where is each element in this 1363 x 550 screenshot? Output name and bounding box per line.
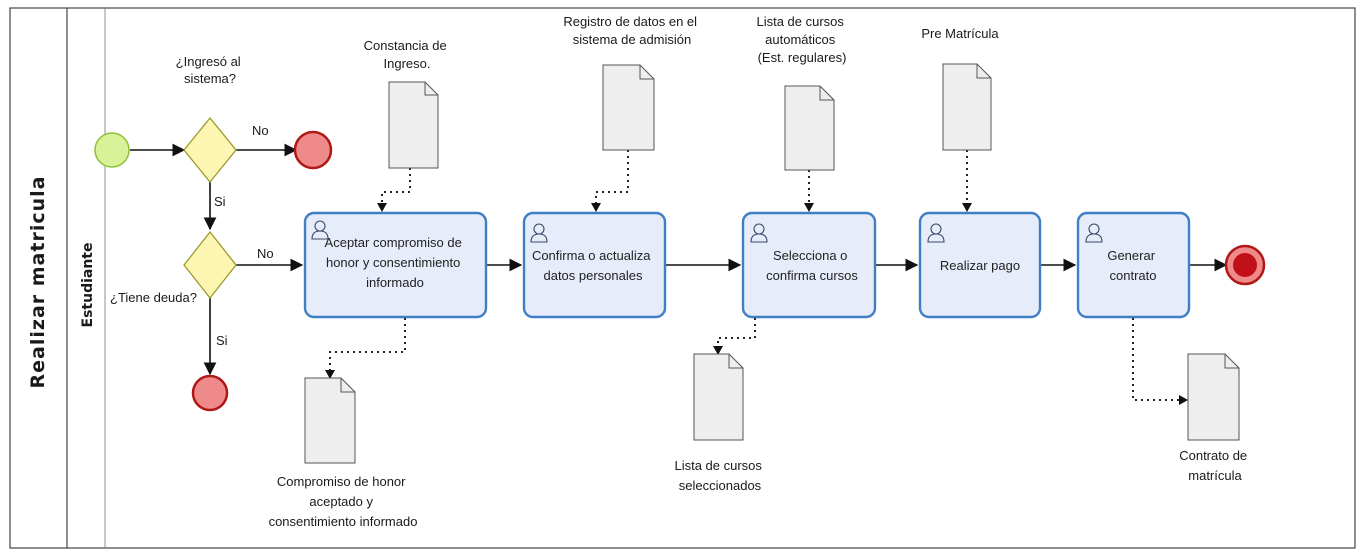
pool-title: Realizar matricula bbox=[27, 176, 49, 389]
association-contrato bbox=[1132, 318, 1180, 401]
doc-lista-auto-label: Lista de cursos automáticos (Est. regula… bbox=[756, 14, 847, 65]
association-lista-sel bbox=[717, 318, 756, 348]
end-event-no-ingreso[interactable] bbox=[293, 130, 333, 170]
task-pago-label: Realizar pago bbox=[940, 258, 1020, 273]
gateway-deuda-label: ¿Tiene deuda? bbox=[110, 290, 197, 305]
doc-lista-sel-label: Lista de cursos seleccionados bbox=[674, 458, 765, 493]
gateway-ingreso[interactable] bbox=[183, 116, 237, 184]
user-icon bbox=[1085, 223, 1103, 243]
task-selecciona-label: Selecciona o confirma cursos bbox=[766, 248, 858, 283]
gateway-ingreso-label: ¿Ingresó al sistema? bbox=[176, 54, 245, 86]
document-icon[interactable] bbox=[304, 377, 356, 464]
document-icon[interactable] bbox=[1187, 353, 1240, 441]
task-aceptar-label: Aceptar compromiso de honor y consentimi… bbox=[325, 235, 466, 290]
doc-compromiso-label: Compromiso de honor aceptado y consentim… bbox=[269, 474, 418, 529]
start-event[interactable] bbox=[94, 132, 130, 168]
end-event-deuda[interactable] bbox=[191, 374, 229, 412]
user-icon bbox=[311, 220, 329, 240]
task-realizar-pago[interactable]: Realizar pago bbox=[918, 211, 1042, 319]
document-icon[interactable] bbox=[784, 85, 835, 171]
terminate-end-event-core bbox=[1233, 253, 1257, 277]
flow-label-deuda-no: No bbox=[257, 246, 274, 261]
doc-constancia-label: Constancia de Ingreso. bbox=[364, 38, 451, 71]
user-icon bbox=[927, 223, 945, 243]
task-generar-contrato[interactable]: Generar contrato bbox=[1076, 211, 1191, 319]
task-contrato-label: Generar contrato bbox=[1107, 248, 1158, 283]
association-compromiso bbox=[329, 318, 406, 372]
document-icon[interactable] bbox=[693, 353, 744, 441]
document-icon[interactable] bbox=[942, 63, 992, 151]
doc-prematricula-label: Pre Matrícula bbox=[921, 26, 999, 41]
pool-frame bbox=[9, 7, 1356, 549]
task-confirma-label: Confirma o actualiza datos personales bbox=[532, 248, 654, 283]
lane-title: Estudiante bbox=[80, 243, 96, 328]
task-aceptar-compromiso[interactable]: Aceptar compromiso de honor y consentimi… bbox=[303, 211, 488, 319]
doc-registro-label: Registro de datos en el sistema de admis… bbox=[563, 14, 700, 47]
association-constancia bbox=[381, 168, 411, 206]
flow-label-ingreso-no: No bbox=[252, 123, 269, 138]
flow-label-ingreso-si: Si bbox=[214, 194, 226, 209]
user-icon bbox=[530, 223, 548, 243]
user-icon bbox=[750, 223, 768, 243]
document-icon[interactable] bbox=[602, 64, 655, 151]
task-selecciona-cursos[interactable]: Selecciona o confirma cursos bbox=[741, 211, 877, 319]
task-confirma-datos[interactable]: Confirma o actualiza datos personales bbox=[522, 211, 667, 319]
flow-label-deuda-si: Si bbox=[216, 333, 228, 348]
association-registro bbox=[595, 150, 629, 206]
doc-contrato-label: Contrato de matrícula bbox=[1179, 448, 1251, 483]
gateway-deuda[interactable] bbox=[183, 230, 237, 300]
document-icon[interactable] bbox=[388, 81, 439, 169]
